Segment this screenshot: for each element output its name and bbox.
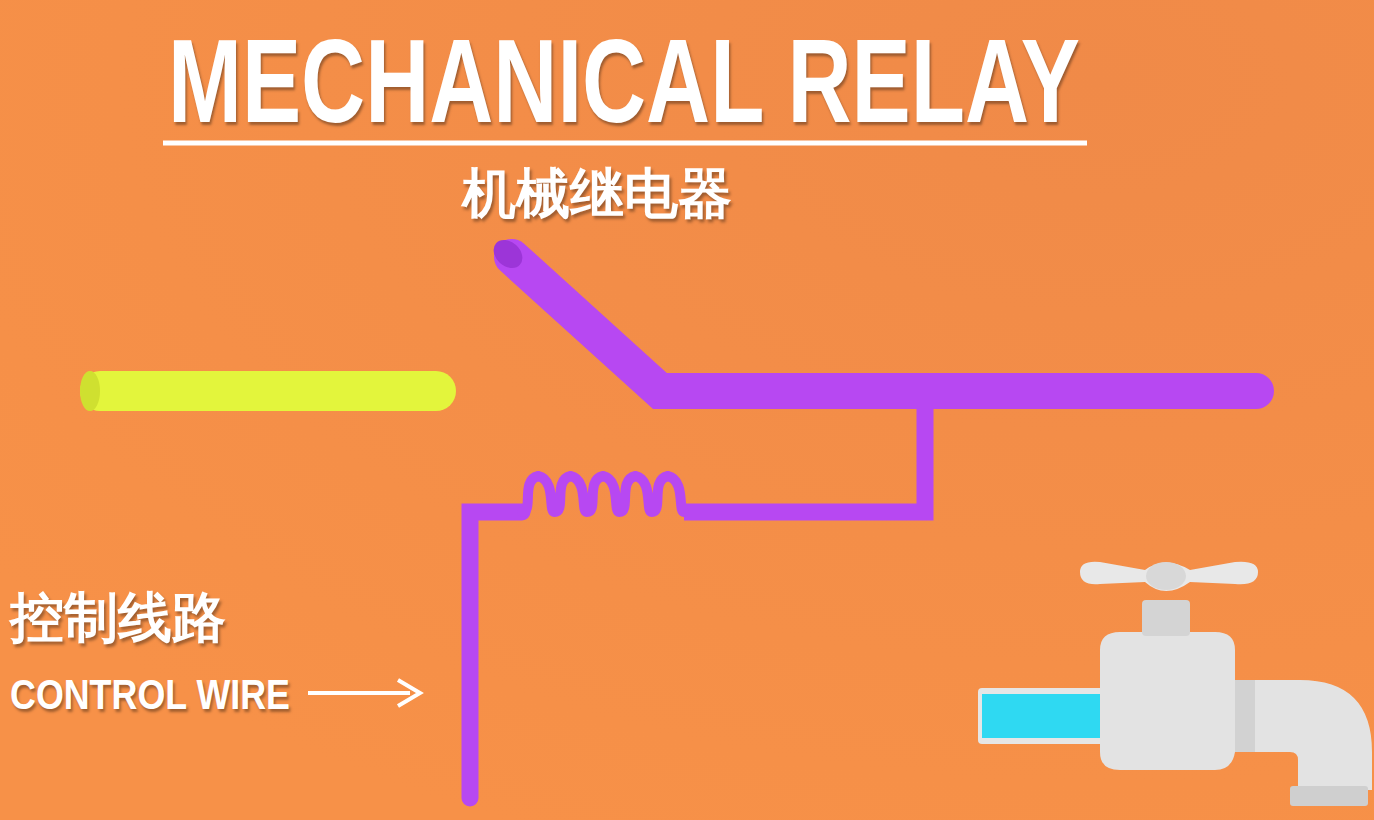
input-wire <box>80 371 436 411</box>
title-underline <box>163 141 1087 146</box>
title: MECHANICAL RELAY <box>168 22 1080 140</box>
chinese-title: 机械继电器 <box>462 166 732 220</box>
control-wire-arrow <box>308 680 420 706</box>
control-wire-label: CONTROL WIRE <box>10 674 290 716</box>
water-faucet <box>978 562 1372 806</box>
chinese-label: 控制线路 <box>10 590 226 644</box>
relay-coil <box>522 476 684 512</box>
